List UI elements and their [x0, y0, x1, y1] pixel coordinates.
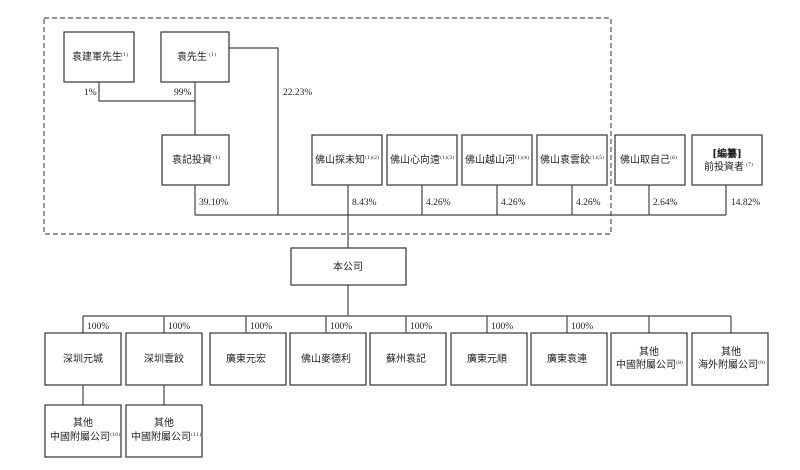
pct-label: 1% — [84, 88, 97, 98]
pct-label: 8.43% — [352, 198, 377, 208]
edge-mr-yuan-to-company — [229, 47, 279, 215]
node-yuan-jianjun: 袁建軍先生 (1) — [63, 31, 135, 83]
pct-label: 100% — [330, 322, 352, 332]
pct-label: 39.10% — [199, 198, 228, 208]
node-label-line1: 其他 — [154, 416, 174, 429]
node-box — [125, 332, 203, 386]
node-fs-xinxiangyuan: 佛山心向遠 (1)(3) — [386, 134, 458, 186]
node-label-line1: 其他 — [639, 345, 659, 358]
node-label-line1: 其他 — [73, 416, 93, 429]
node-yuanji-invest: 袁記投資 (1) — [161, 134, 230, 186]
node-note: (1)(2) — [365, 154, 379, 161]
pct-label: 2.64% — [653, 198, 678, 208]
node-note: (1) — [121, 51, 128, 58]
node-box — [289, 332, 367, 386]
node-mr-yuan: 袁先生 (1) — [160, 31, 230, 83]
node-label: 袁記投資 — [172, 153, 212, 166]
pct-label: 4.26% — [501, 198, 526, 208]
node-label: 佛山麥德利 — [301, 352, 351, 365]
node-subsidiary: 100% 廣東袁連 — [530, 316, 608, 386]
node-label: 佛山袁雲餃 — [540, 153, 590, 166]
node-note: (9) — [758, 359, 765, 366]
node-box — [369, 332, 447, 386]
node-box — [450, 332, 528, 386]
pct-label: 100% — [168, 322, 190, 332]
node-fs-tanweizhi: 佛山探未知 (1)(2) — [311, 134, 383, 186]
node-pre-ipo-investors: [編纂] 前投資者 (7) — [691, 134, 763, 186]
node-box — [530, 332, 608, 386]
node-fs-yueshanhe: 佛山越山河 (1)(4) — [461, 134, 533, 186]
node-label-line2: 中國附屬公司 — [50, 430, 110, 443]
pct-label: 22.23% — [283, 88, 312, 98]
node-note: (8) — [676, 359, 683, 366]
node-subsidiary: 100% 深圳元城 — [44, 316, 122, 386]
pct-label: 100% — [571, 322, 593, 332]
node-fs-quzijie: 佛山取自己 (6) — [614, 134, 686, 186]
node-subsidiary: 100% 佛山麥德利 — [289, 316, 367, 386]
node-note: (1) — [209, 51, 216, 58]
node-fs-yuanyunjiao: 佛山袁雲餃 (1)(5) — [536, 134, 608, 186]
node-subsidiary: 100% 廣東元順 — [450, 316, 528, 386]
node-label: 廣東元宏 — [226, 352, 266, 365]
node-label: 袁建軍先生 — [72, 50, 122, 63]
node-label: 深圳元城 — [63, 353, 103, 365]
node-label: 蘇州袁記 — [386, 352, 426, 365]
node-label-line2: 前投資者 — [704, 160, 744, 173]
node-label: 佛山心向遠 — [390, 153, 440, 166]
node-subsidiary: 100% 蘇州袁記 — [369, 316, 447, 386]
node-label-line1: 其他 — [721, 345, 741, 358]
node-note: (6) — [670, 154, 677, 161]
node-box — [691, 332, 769, 386]
node-label: 佛山取自己 — [620, 153, 670, 166]
node-subsidiary: 100% 廣東元宏 — [209, 316, 287, 386]
pct-label: 100% — [491, 322, 513, 332]
pct-label: 100% — [87, 322, 109, 332]
pct-label: 99% — [174, 88, 192, 98]
node-label: 袁先生 — [177, 50, 207, 63]
node-label-line2: 中國附屬公司 — [131, 430, 191, 443]
node-label: 本公司 — [333, 260, 363, 273]
node-note: (10) — [110, 431, 120, 438]
node-label-line2: 中國附屬公司 — [616, 358, 676, 371]
controlling-group-outline — [43, 17, 612, 235]
node-label-line1: [編纂] — [712, 147, 741, 160]
node-subsidiary: 100% 深圳雲餃 — [125, 316, 203, 386]
node-note: (11) — [191, 431, 201, 438]
node-label-line2: 海外附屬公司 — [698, 358, 758, 371]
node-note: (1) — [213, 154, 220, 161]
node-note: (7) — [746, 161, 753, 168]
pct-label: 100% — [410, 322, 432, 332]
node-label: 深圳雲餃 — [144, 352, 184, 365]
node-label: 廣東袁連 — [547, 352, 587, 365]
node-other-prc-subsidiaries-10: 其他 中國附屬公司 (10) — [44, 404, 122, 458]
node-label: 佛山探未知 — [315, 153, 365, 166]
node-note: (1)(4) — [515, 154, 529, 161]
pct-label: 14.82% — [731, 198, 760, 208]
node-company: 本公司 — [290, 247, 407, 286]
node-label: 廣東元順 — [467, 352, 507, 365]
edge-yuan-jianjun-to-yuanji — [98, 82, 195, 102]
pct-label: 4.26% — [576, 198, 601, 208]
pct-label: 4.26% — [426, 198, 451, 208]
pct-label: 100% — [250, 322, 272, 332]
node-note: (1)(5) — [590, 154, 604, 161]
node-other-prc-subsidiaries-11: 其他 中國附屬公司 (11) — [125, 404, 203, 458]
node-label: 佛山越山河 — [465, 153, 515, 166]
node-box — [610, 332, 688, 386]
node-box — [209, 332, 287, 386]
subsidiaries-row: 100% 深圳元城 100% 深圳雲餃 100% 廣東元宏 100% 佛山麥德利 100% 蘇州袁… — [44, 316, 769, 386]
node-note: (1)(3) — [440, 154, 454, 161]
